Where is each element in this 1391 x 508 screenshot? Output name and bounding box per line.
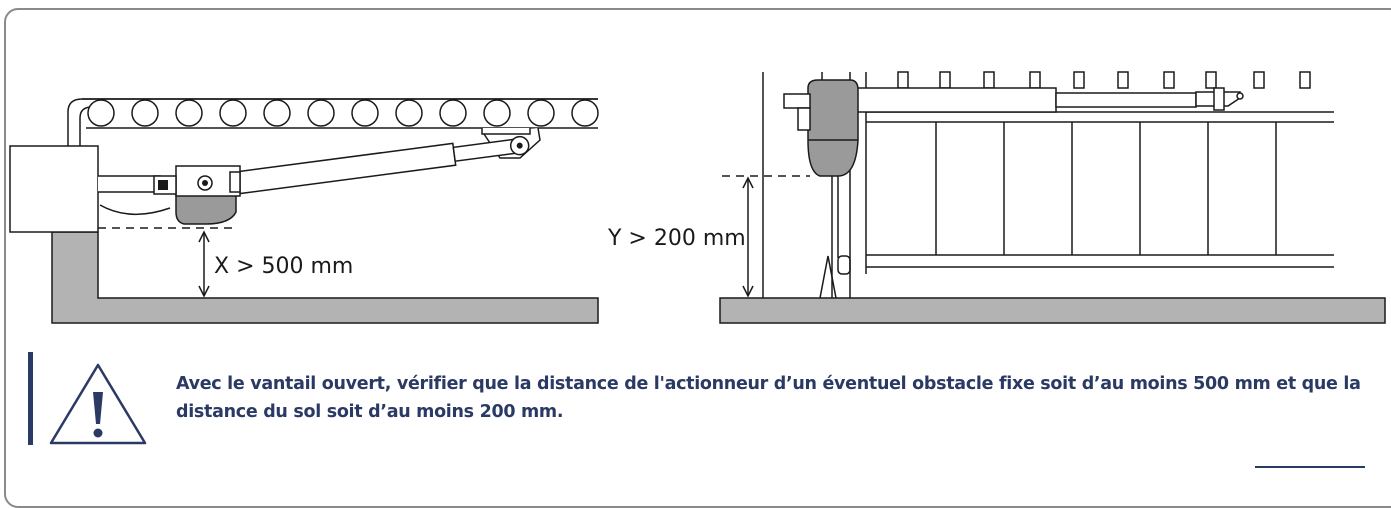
rail-bar xyxy=(571,99,599,127)
rail-bar xyxy=(395,99,423,127)
rail-bar xyxy=(263,99,291,127)
rail-bar xyxy=(87,99,115,127)
picket-top xyxy=(1163,71,1175,89)
warning-triangle-icon xyxy=(48,362,148,450)
x-dimension-arrow xyxy=(198,230,210,298)
motor-unit-front xyxy=(783,79,859,177)
pillar-box xyxy=(9,145,99,233)
motor-unit xyxy=(153,165,241,225)
picket-top xyxy=(939,71,951,89)
x-dimension-label: X > 500 mm xyxy=(214,254,353,279)
y-dimension-label: Y > 200 mm xyxy=(607,226,746,251)
rail-bar xyxy=(439,99,467,127)
picket-top xyxy=(1205,71,1217,89)
gate-pickets xyxy=(897,71,1311,255)
rail-bar xyxy=(175,99,203,127)
picket-top xyxy=(1299,71,1311,89)
ground xyxy=(719,297,1386,324)
installation-diagrams: X > 500 mm xyxy=(9,71,1386,324)
picket-top xyxy=(1117,71,1129,89)
left-diagram-top-view: X > 500 mm xyxy=(9,98,599,324)
picket-top xyxy=(897,71,909,89)
right-diagram-front-view: Y > 200 mm xyxy=(607,71,1386,324)
y-dimension-arrow xyxy=(742,176,754,298)
rail-bar xyxy=(131,99,159,127)
picket-top xyxy=(1029,71,1041,89)
corner-mark xyxy=(1255,466,1365,472)
rail-bars xyxy=(87,99,599,127)
warning-text: Avec le vantail ouvert, vérifier que la … xyxy=(176,374,1361,422)
warning-accent-bar xyxy=(28,352,33,445)
picket-top xyxy=(1253,71,1265,89)
gate-rail xyxy=(67,98,599,146)
rail-bar xyxy=(351,99,379,127)
picket-top xyxy=(1073,71,1085,89)
actuator-arm-front xyxy=(849,87,1244,113)
rail-bar xyxy=(219,99,247,127)
rail-bar xyxy=(527,99,555,127)
picket-top xyxy=(983,71,995,89)
actuator-arm xyxy=(233,135,530,195)
hinge-bracket xyxy=(98,175,161,193)
gate-frame xyxy=(849,71,1334,298)
rail-bar xyxy=(483,99,511,127)
rail-bar xyxy=(307,99,335,127)
